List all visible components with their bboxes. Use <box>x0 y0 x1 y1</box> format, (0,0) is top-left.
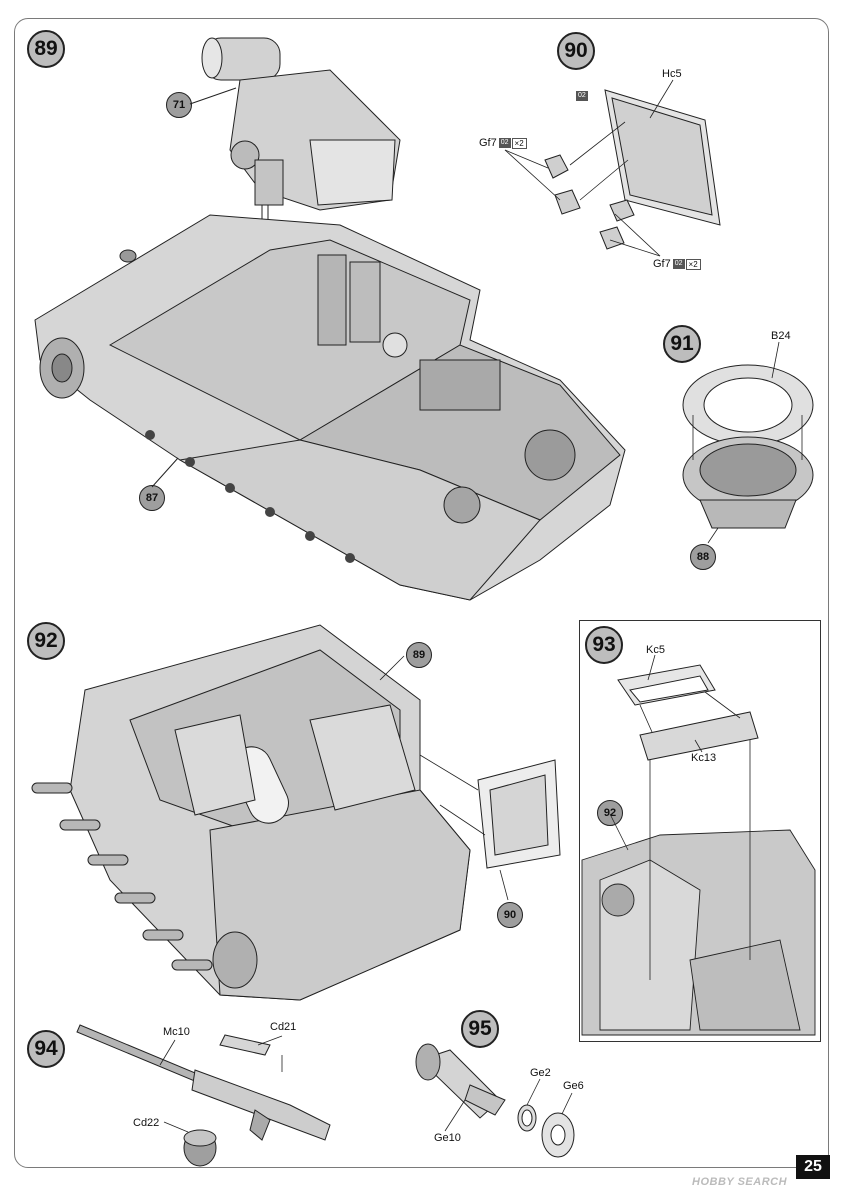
ref-part-90-in-92: 90 <box>497 902 523 928</box>
superstructure-illustration-92 <box>31 624 561 1001</box>
part-label-mc10: Mc10 <box>163 1026 190 1038</box>
step-number-90: 90 <box>557 32 595 70</box>
page-number: 25 <box>796 1155 830 1179</box>
step-number-92: 92 <box>27 622 65 660</box>
part-label-ge2: Ge2 <box>530 1067 551 1079</box>
part-label-cd21: Cd21 <box>270 1021 297 1033</box>
step-number-89: 89 <box>27 30 65 68</box>
part-label-ge10: Ge10 <box>434 1132 461 1144</box>
ref-part-89-in-92: 89 <box>406 642 432 668</box>
ref-part-71: 71 <box>166 92 192 118</box>
ref-part-88: 88 <box>690 544 716 570</box>
step-number-91: 91 <box>663 325 701 363</box>
ref-part-87: 87 <box>139 485 165 511</box>
step-number-93: 93 <box>585 626 623 664</box>
part-label-kc5: Kc5 <box>646 644 665 656</box>
ref-part-92-in-93: 92 <box>597 800 623 826</box>
sprue-badge-hc5: 02 <box>576 91 588 102</box>
vent-cover-illustration-93 <box>581 654 816 1036</box>
hull-assembly-illustration-89 <box>34 37 626 601</box>
part-label-b24: B24 <box>771 330 791 342</box>
door-panel-illustration-90 <box>504 79 721 257</box>
ring-illustration-91 <box>682 341 814 544</box>
part-label-hc5: Hc5 <box>662 68 682 80</box>
part-label-cd22: Cd22 <box>133 1117 160 1129</box>
step-number-95: 95 <box>461 1010 499 1048</box>
part-label-ge6: Ge6 <box>563 1080 584 1092</box>
watermark-text: HOBBY SEARCH <box>692 1176 788 1188</box>
part-label-kc13: Kc13 <box>691 752 717 764</box>
step-number-94: 94 <box>27 1030 65 1068</box>
